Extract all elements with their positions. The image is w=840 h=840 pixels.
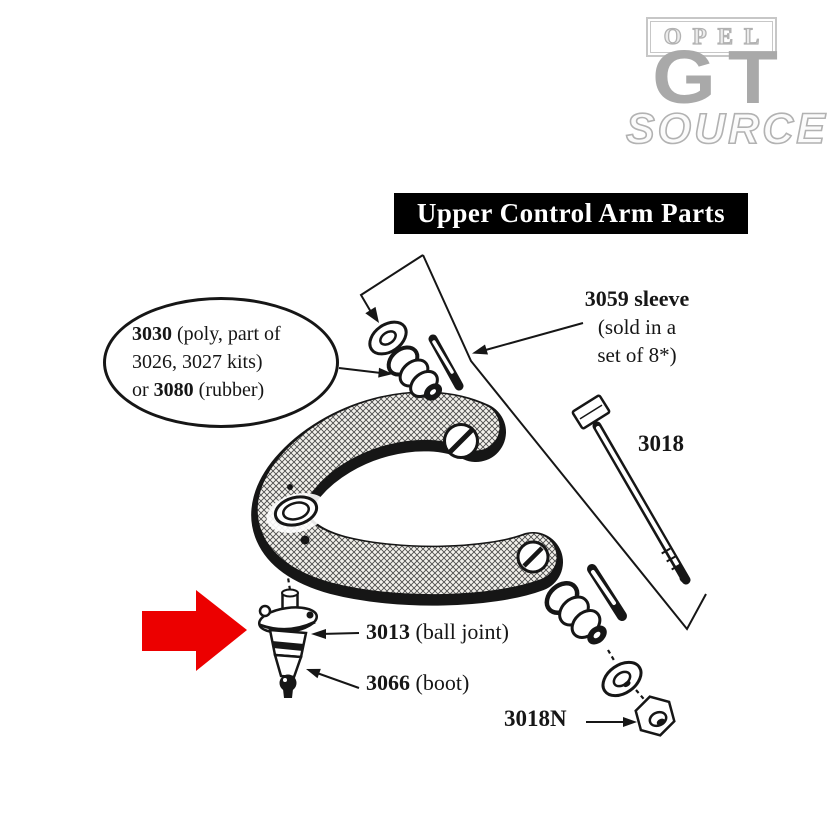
sleeve-arrowhead xyxy=(472,344,488,355)
axis-line xyxy=(422,254,707,631)
upper-washer-drawing xyxy=(368,320,408,356)
sleeve-leader-line xyxy=(481,322,584,352)
boot-arrowhead xyxy=(306,668,321,679)
bushing-arrowhead xyxy=(378,367,393,378)
sleeve-label-line3: set of 8*) xyxy=(597,343,677,367)
diagram-title: Upper Control Arm Parts xyxy=(394,193,748,234)
washer-arrowhead xyxy=(365,306,379,323)
sleeve-label-line1: 3059 sleeve xyxy=(584,286,690,311)
arm-screw-top xyxy=(443,423,479,459)
lower-sleeve-drawing xyxy=(587,564,627,621)
upper-bushing-drawing xyxy=(386,345,443,401)
logo-gt-text: GT xyxy=(652,35,790,120)
logo-opel-text: OPEL xyxy=(663,23,771,49)
lower-washer-drawing xyxy=(601,660,643,698)
boot-leader-line xyxy=(316,672,360,689)
bolt-drawing xyxy=(571,394,691,585)
logo-opel-inner-border: OPEL xyxy=(650,21,773,53)
logo-opel-box: OPEL xyxy=(646,17,777,57)
bushing-leader-line xyxy=(338,367,382,374)
ball-joint-arrowhead xyxy=(311,629,326,639)
control-arm-drawing xyxy=(251,391,563,606)
nut-drawing xyxy=(634,695,676,737)
arm-screw-bottom xyxy=(516,540,550,574)
nut-arrowhead xyxy=(623,717,637,727)
bushing-callout: 3030 (poly, part of 3026, 3027 kits) or … xyxy=(103,297,339,428)
lower-bushing-drawing xyxy=(544,581,607,645)
bushing-callout-line2: 3026, 3027 kits) xyxy=(132,351,263,373)
washer-leader-line xyxy=(359,254,424,313)
boot-label: 3066 (boot) xyxy=(366,670,470,695)
ball-joint-drawing xyxy=(257,588,319,698)
bushing-callout-line1: 3030 (poly, part of xyxy=(132,323,281,345)
upper-sleeve-drawing xyxy=(428,334,464,391)
arm-boss xyxy=(266,484,328,545)
sleeve-label: 3059 sleeve (sold in a set of 8*) xyxy=(563,285,711,369)
red-arrow-icon xyxy=(142,590,247,671)
leader-arrowheads xyxy=(306,306,637,727)
nut-label: 3018N xyxy=(504,706,567,731)
bolt-label: 3018 xyxy=(638,431,684,456)
bushing-callout-line3: or 3080 (rubber) xyxy=(132,379,265,401)
sleeve-label-line2: (sold in a xyxy=(597,315,677,339)
ball-joint-label: 3013 (ball joint) xyxy=(366,619,509,644)
ball-joint-leader-line xyxy=(319,632,360,635)
logo-source-text: SOURCE xyxy=(625,104,828,154)
